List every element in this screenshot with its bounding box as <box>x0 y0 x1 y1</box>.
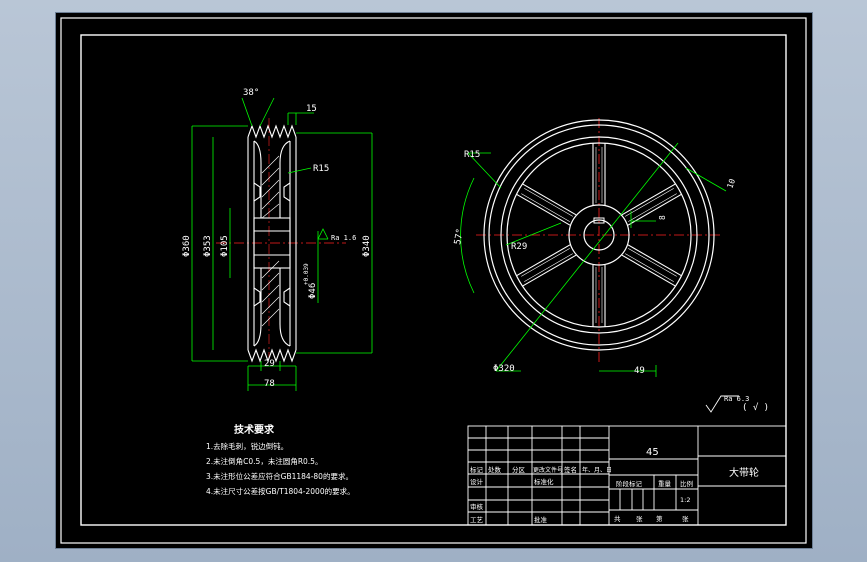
groove-profile-top <box>247 124 297 139</box>
rev-header-date: 年、月、日 <box>582 466 612 474</box>
weight-label: 重量 <box>658 480 672 488</box>
rev-header-mark: 标记 <box>470 465 484 474</box>
rev-header-zone: 分区 <box>512 465 526 474</box>
surface-roughness-note: Ra 6.3 ( √ ) <box>705 395 769 413</box>
front-fillet-inner-label: R29 <box>511 242 527 252</box>
tech-req-item-1: 1.去除毛刺，锐边倒钝。 <box>206 441 288 451</box>
roughness-note-paren: ( √ ) <box>742 402 769 413</box>
total-width-label: 78 <box>264 379 275 389</box>
scale-value: 1:2 <box>680 496 690 504</box>
design-label: 设计 <box>470 477 484 486</box>
groove-profile-bottom <box>247 348 297 363</box>
rev-header-file: 更改文件号 <box>533 466 563 474</box>
bore-diameter-label: Φ46 <box>308 283 318 299</box>
hub-circle <box>568 204 630 266</box>
scale-label: 比例 <box>680 479 693 488</box>
part-name-label: 大带轮 <box>729 466 759 479</box>
groove-diameter-label: Φ353 <box>203 235 213 257</box>
standardize-label: 标准化 <box>534 477 554 486</box>
groove-angle-label: 38° <box>243 88 259 98</box>
bore-tolerance-label: +0.039 <box>303 263 310 285</box>
process-label: 工艺 <box>470 516 484 524</box>
right-diameter-label: Φ340 <box>362 235 372 257</box>
keyway <box>593 217 605 224</box>
tech-req-item-3: 3.未注形位公差应符合GB1184-80的要求。 <box>206 471 353 481</box>
outer-rim-circle <box>483 119 715 351</box>
sheet-number-suffix: 张 <box>682 514 689 523</box>
outer-diameter-label: Φ360 <box>182 235 192 257</box>
section-hatching <box>261 155 280 327</box>
approve-label: 批准 <box>534 515 548 524</box>
bore-roughness-label: Ra 1.6 <box>331 234 356 242</box>
cad-viewport[interactable]: 38° 15 R15 Φ360 Φ353 Φ105 Φ340 Φ46 +0.03… <box>56 13 812 548</box>
technical-requirements: 技术要求 1.去除毛刺，锐边倒钝。 2.未注倒角C0.5，未注圆角R0.5。 3… <box>206 423 355 496</box>
bore-circle <box>583 219 615 251</box>
title-block: 45 大带轮 标记 处数 分区 更改文件号 签名 年、月、日 设计 标准化 审核… <box>467 425 787 526</box>
rev-header-count: 处数 <box>488 465 502 474</box>
tech-req-item-2: 2.未注倒角C0.5，未注圆角R0.5。 <box>206 456 322 466</box>
spoke-diameter-label: Φ320 <box>493 364 515 374</box>
sheets-total-prefix: 共 <box>614 514 621 523</box>
spoke-angle-label: 57° <box>453 228 466 246</box>
sheet-number-prefix: 第 <box>656 514 663 523</box>
section-view: 38° 15 R15 Φ360 Φ353 Φ105 Φ340 Φ46 +0.03… <box>182 88 373 391</box>
tech-req-title: 技术要求 <box>234 423 275 436</box>
material-label: 45 <box>646 447 659 458</box>
hub-width-label: 29 <box>264 359 275 369</box>
drawing-frame <box>80 34 787 526</box>
keyway-depth-label: 8 <box>658 215 667 220</box>
groove-pitch-label: 15 <box>306 104 317 114</box>
sheets-total-suffix: 张 <box>636 514 643 523</box>
front-width-label: 49 <box>634 366 645 376</box>
rev-header-sign: 签名 <box>564 465 577 474</box>
keyway-width-label: 10 <box>725 177 737 189</box>
section-fillet-label: R15 <box>313 164 329 174</box>
roughness-note-value: Ra 6.3 <box>724 395 749 403</box>
front-view: R15 R29 57° Φ320 49 8 10 <box>453 118 737 377</box>
review-label: 审核 <box>470 502 484 511</box>
sheet-border <box>60 17 807 544</box>
stage-mark-label: 阶段标记 <box>616 479 643 488</box>
spokes <box>516 143 682 327</box>
hub-diameter-label: Φ105 <box>220 235 230 257</box>
cad-drawing: 38° 15 R15 Φ360 Φ353 Φ105 Φ340 Φ46 +0.03… <box>60 17 807 544</box>
tech-req-item-4: 4.未注尺寸公差按GB/T1804-2000的要求。 <box>206 486 355 496</box>
front-fillet-top-label: R15 <box>464 150 480 160</box>
